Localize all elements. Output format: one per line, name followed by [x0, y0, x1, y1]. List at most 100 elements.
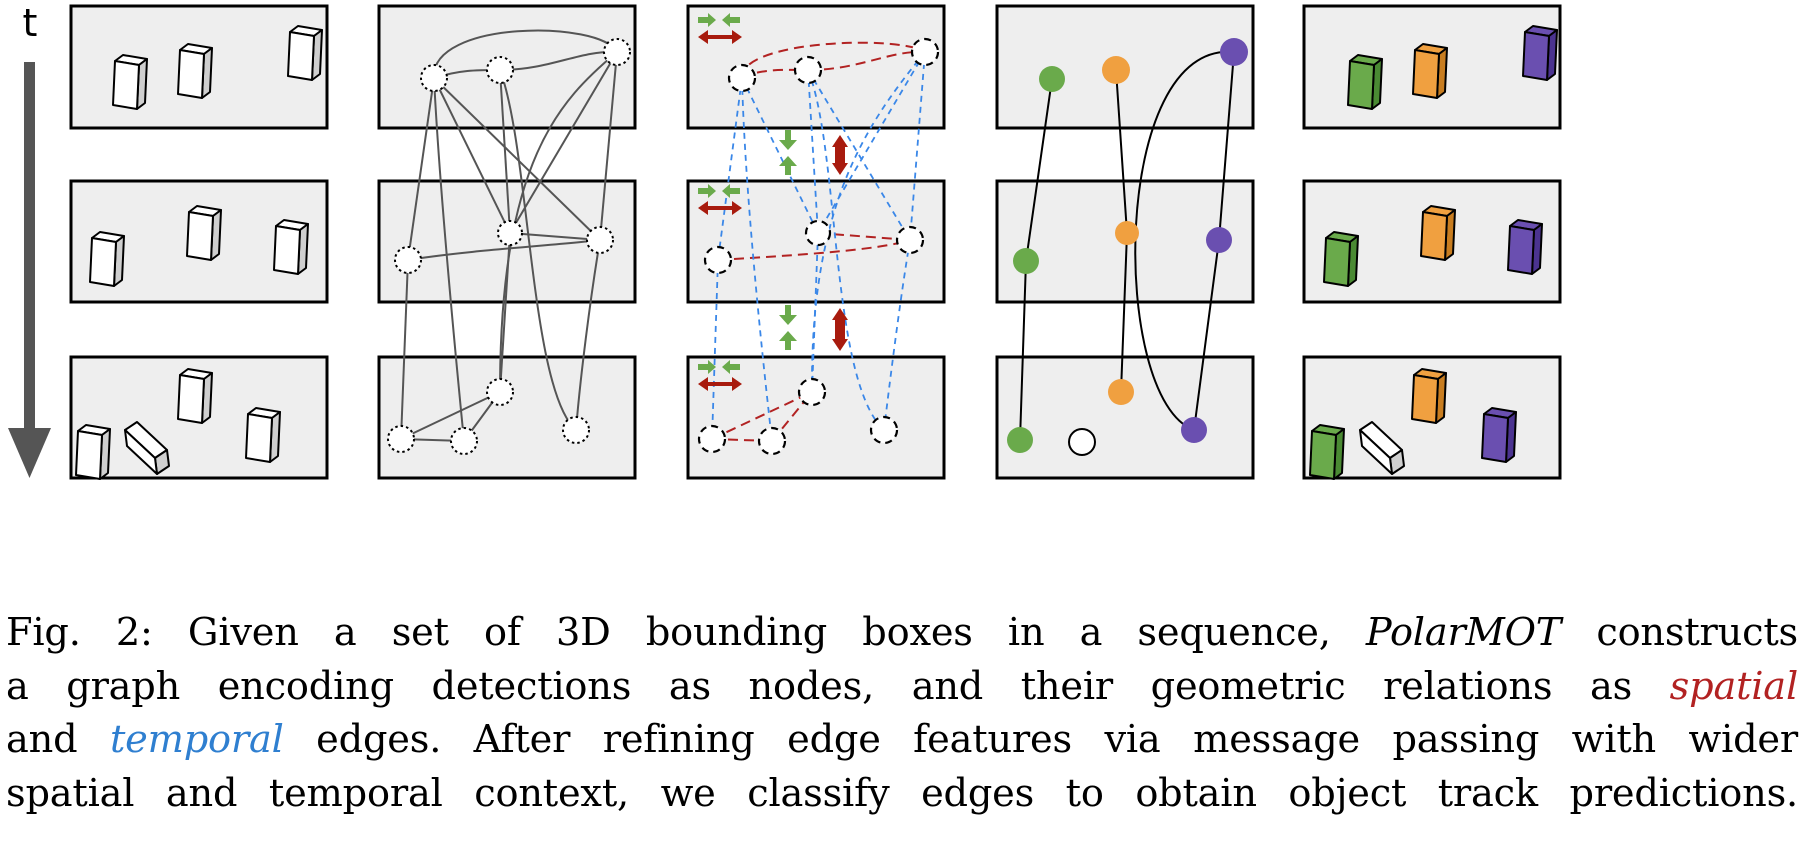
- graph-edge: [400, 391, 501, 440]
- predicted-box-orange: [1420, 205, 1456, 261]
- detection-box: [186, 205, 222, 261]
- caption-text: constructs: [1561, 610, 1798, 655]
- column-track-predictions: [1309, 25, 1558, 480]
- time-axis-label: t: [23, 1, 38, 45]
- caption-line-1: Fig. 2: Given a set of 3D bounding boxes…: [6, 606, 1798, 660]
- temporal-edge: [883, 239, 911, 431]
- graph-node: [910, 37, 940, 67]
- graph-edge: [400, 259, 409, 440]
- graph-edge: [407, 239, 601, 261]
- graph-node: [486, 56, 514, 84]
- track-node-green: [1013, 248, 1039, 274]
- frame-col2-row3: [377, 355, 637, 480]
- frame-col3-row3: [686, 355, 946, 480]
- spatial-edge: [740, 41, 926, 79]
- caption-text: a graph encoding detections as nodes, an…: [6, 663, 1670, 709]
- column-spatial-temporal-edges: [697, 13, 940, 456]
- time-axis-arrowhead: [8, 428, 51, 478]
- track-node-green: [1039, 66, 1065, 92]
- temporal-edge: [811, 51, 926, 393]
- track-node-purple: [1220, 38, 1248, 66]
- spatial-indicator-row3: [698, 360, 742, 391]
- graph-node: [497, 220, 523, 246]
- temporal-edge: [711, 259, 719, 440]
- spatial-indicator-row2: [698, 184, 742, 215]
- frame-col4-row3: [995, 355, 1255, 480]
- graph-edge: [433, 77, 601, 241]
- temporal-edge: [811, 232, 819, 393]
- track-node-purple: [1181, 417, 1207, 443]
- predicted-box-orange: [1411, 368, 1447, 424]
- graph-node: [486, 378, 514, 406]
- graph-edge: [499, 69, 577, 431]
- predicted-box-green: [1309, 424, 1345, 480]
- figure-caption: Fig. 2: Given a set of 3D bounding boxes…: [6, 606, 1798, 820]
- graph-edge: [433, 77, 465, 442]
- graph-edge: [499, 51, 618, 393]
- caption-text: edges. After refining edge features via …: [283, 717, 1798, 762]
- figure-diagram: t: [8, 1, 1562, 480]
- predicted-box-orange: [1412, 43, 1448, 99]
- graph-node: [703, 245, 733, 275]
- column-detection-graph: [387, 29, 631, 455]
- temporal-edge: [817, 51, 926, 234]
- temporal-edge: [741, 77, 819, 234]
- spatial-word: spatial: [1669, 663, 1799, 709]
- time-axis-shaft: [24, 62, 35, 432]
- method-name: PolarMOT: [1365, 610, 1562, 655]
- graph-edge: [509, 51, 618, 234]
- track-node-orange: [1108, 379, 1134, 405]
- temporal-edge: [807, 69, 911, 241]
- graph-node: [895, 225, 925, 255]
- graph-node: [394, 246, 422, 274]
- track-node-orange: [1102, 56, 1130, 84]
- graph-node: [727, 63, 757, 93]
- track-node-orange: [1115, 221, 1139, 245]
- graph-node: [562, 416, 590, 444]
- predicted-box-purple: [1522, 25, 1558, 81]
- graph-edge: [575, 239, 601, 431]
- caption-line-3: and temporal edges. After refining edge …: [6, 713, 1798, 767]
- track-node-purple: [1206, 227, 1232, 253]
- graph-node: [804, 219, 832, 247]
- caption-line-4: spatial and temporal context, we classif…: [6, 770, 1798, 816]
- graph-node: [420, 64, 448, 92]
- time-axis: t: [8, 1, 51, 478]
- detection-box: [75, 424, 111, 480]
- graph-edge: [499, 69, 511, 234]
- track-node-green: [1007, 427, 1033, 453]
- caption-text: Fig. 2: Given a set of 3D bounding boxes…: [6, 610, 1366, 655]
- temporal-indicator-2: [779, 305, 848, 351]
- graph-node: [869, 415, 899, 445]
- temporal-edge: [741, 77, 773, 442]
- detection-box: [112, 54, 148, 110]
- detection-box: [177, 368, 213, 424]
- spatial-edge: [807, 50, 926, 71]
- caption-line-2: a graph encoding detections as nodes, an…: [6, 660, 1798, 714]
- temporal-indicator-1: [779, 130, 848, 175]
- caption-text: and: [6, 717, 110, 762]
- graph-edge: [499, 232, 511, 393]
- track-node-unmatched: [1068, 428, 1096, 456]
- graph-edge: [432, 29, 618, 79]
- graph-node: [603, 38, 631, 66]
- detection-box: [273, 219, 309, 275]
- detection-box: [245, 407, 281, 463]
- graph-node: [793, 55, 823, 85]
- predicted-box-green: [1323, 231, 1359, 287]
- graph-node: [697, 424, 727, 454]
- predicted-box-purple: [1507, 219, 1543, 275]
- detection-box: [177, 43, 213, 99]
- temporal-edge: [717, 77, 743, 261]
- temporal-edge: [807, 69, 819, 234]
- column-track-association: [1007, 38, 1248, 456]
- graph-edge: [509, 232, 601, 241]
- detection-box: [287, 25, 323, 81]
- graph-node: [387, 425, 415, 453]
- predicted-box-purple: [1481, 407, 1517, 463]
- temporal-word: temporal: [109, 717, 284, 762]
- graph-node: [757, 426, 787, 456]
- temporal-edge: [909, 51, 926, 241]
- graph-node: [797, 377, 827, 407]
- spatial-indicator-row1: [698, 13, 742, 44]
